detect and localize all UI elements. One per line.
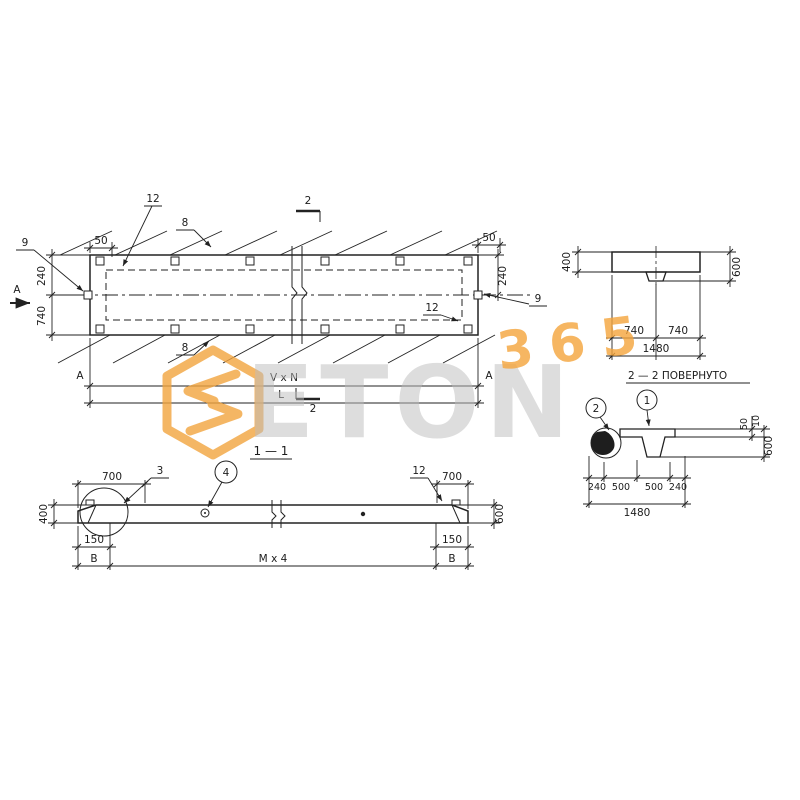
lifting-loop xyxy=(200,508,210,518)
section-2-2-dim-240-right: 240 xyxy=(669,482,687,493)
plan-callout-9-right: 9 xyxy=(535,293,542,305)
end-view-dim-600: 600 xyxy=(731,257,743,277)
section-2-2-labels: 2 — 2 ПОВЕРНУТО 2 1 50 10 600 240 500 50… xyxy=(588,370,775,519)
plan-leaders xyxy=(16,205,547,356)
section-1-1-callout-4: 4 xyxy=(223,467,230,479)
section-1-1-marker-b-right: B xyxy=(448,553,455,565)
plan-dim-740-left: 740 xyxy=(36,306,48,326)
callout-1-label: 1 xyxy=(644,395,651,407)
plan-callout-9-left: 9 xyxy=(22,237,29,249)
plan-view-arrow-label: A xyxy=(13,284,21,296)
plan-dim-240-right: 240 xyxy=(497,266,509,286)
end-view-labels: 400 600 740 740 1480 xyxy=(561,252,743,355)
section-1-1-marker-b-left: B xyxy=(90,553,97,565)
section-2-2-dim-1480: 1480 xyxy=(624,507,651,519)
end-view-dim-740-left: 740 xyxy=(624,325,644,337)
section-1-1-left-chamfer xyxy=(87,504,97,524)
section-1-1-dim-400: 400 xyxy=(38,504,50,524)
end-view-dim-1480: 1480 xyxy=(643,343,670,355)
plan-section-mark-bottom-label: 2 xyxy=(310,403,317,415)
section-2-2 xyxy=(583,382,770,508)
section-2-2-joint-detail xyxy=(591,431,615,456)
callout-1-leader xyxy=(645,409,651,427)
section-1-1-title: 1 — 1 xyxy=(254,444,289,458)
plan-embedded-inserts xyxy=(83,256,483,334)
section-2-2-dimension-lines xyxy=(583,416,770,508)
watermark: ETON 365 xyxy=(162,304,657,461)
section-2-2-dim-600: 600 xyxy=(763,436,775,456)
plan-dimension-lines xyxy=(46,238,506,408)
section-1-1-dim-150-left: 150 xyxy=(84,534,104,546)
plan-hatch-top xyxy=(59,230,498,256)
plan-callout-12-top: 12 xyxy=(146,193,159,205)
end-view-dim-400: 400 xyxy=(561,252,573,272)
detail-circle-left-end xyxy=(79,487,129,537)
lifting-loop-center xyxy=(204,512,206,514)
plan-dim-240-left: 240 xyxy=(36,266,48,286)
plan-labels: 12 8 2 50 9 240 A 740 8 50 240 9 12 A A … xyxy=(13,193,541,415)
plan-section-mark-top-label: 2 xyxy=(305,195,312,207)
callout-circle-4 xyxy=(214,460,238,484)
lifting-loop-right xyxy=(360,511,366,517)
section-2-2-dim-500-right: 500 xyxy=(645,482,663,493)
section-2-2-title: 2 — 2 ПОВЕРНУТО xyxy=(628,370,727,382)
section-1-1-dim-700-left: 700 xyxy=(102,471,122,483)
section-2-2-dim-240-left: 240 xyxy=(588,482,606,493)
plan-hatch-bottom xyxy=(57,334,496,364)
plan-dim-50-right: 50 xyxy=(482,232,495,244)
section-2-2-dim-10: 10 xyxy=(751,415,762,427)
plan-dim-8-top: 8 xyxy=(182,217,189,229)
end-view-dimension-lines xyxy=(572,246,736,360)
plan-break-lines xyxy=(291,246,308,344)
section-1-1-dim-700-right: 700 xyxy=(442,471,462,483)
plan-marker-a-bottom-right: A xyxy=(485,370,493,382)
section-1-1-dimension-lines xyxy=(48,480,500,570)
end-view xyxy=(572,246,736,360)
section-2-2-dim-500-left: 500 xyxy=(612,482,630,493)
section-1-1-callout-12: 12 xyxy=(412,465,425,477)
plan-dim-50-left: 50 xyxy=(94,235,107,247)
plan-marker-a-bottom-left: A xyxy=(76,370,84,382)
plan-callout-12-right: 12 xyxy=(425,302,438,314)
plan-dim-vxn: V x N xyxy=(270,372,298,384)
section-1-1-callout-3: 3 xyxy=(157,465,164,477)
section-1-1-dim-module: M x 4 xyxy=(259,553,288,565)
section-1-1-dim-150-right: 150 xyxy=(442,534,462,546)
detail-circle xyxy=(590,427,622,459)
plan-section-marks xyxy=(295,209,321,401)
section-1-1-labels: 1 — 1 700 3 4 12 700 400 600 150 150 B M… xyxy=(38,444,506,565)
callout-circle-2 xyxy=(585,397,607,419)
section-1-1 xyxy=(48,458,500,570)
section-1-1-right-chamfer xyxy=(451,504,461,524)
watermark-brand: ETON xyxy=(246,344,575,461)
section-1-1-break-lines xyxy=(271,500,286,528)
section-1-1-dim-600: 600 xyxy=(494,504,506,524)
beton-logo-icon xyxy=(162,345,264,460)
plan-view xyxy=(10,205,547,408)
plan-dim-l: L xyxy=(278,389,284,401)
plan-dim-8-bottom: 8 xyxy=(182,342,189,354)
section-2-2-dim-50: 50 xyxy=(739,418,750,430)
callout-2-label: 2 xyxy=(593,403,600,415)
end-view-dim-740-right: 740 xyxy=(668,325,688,337)
